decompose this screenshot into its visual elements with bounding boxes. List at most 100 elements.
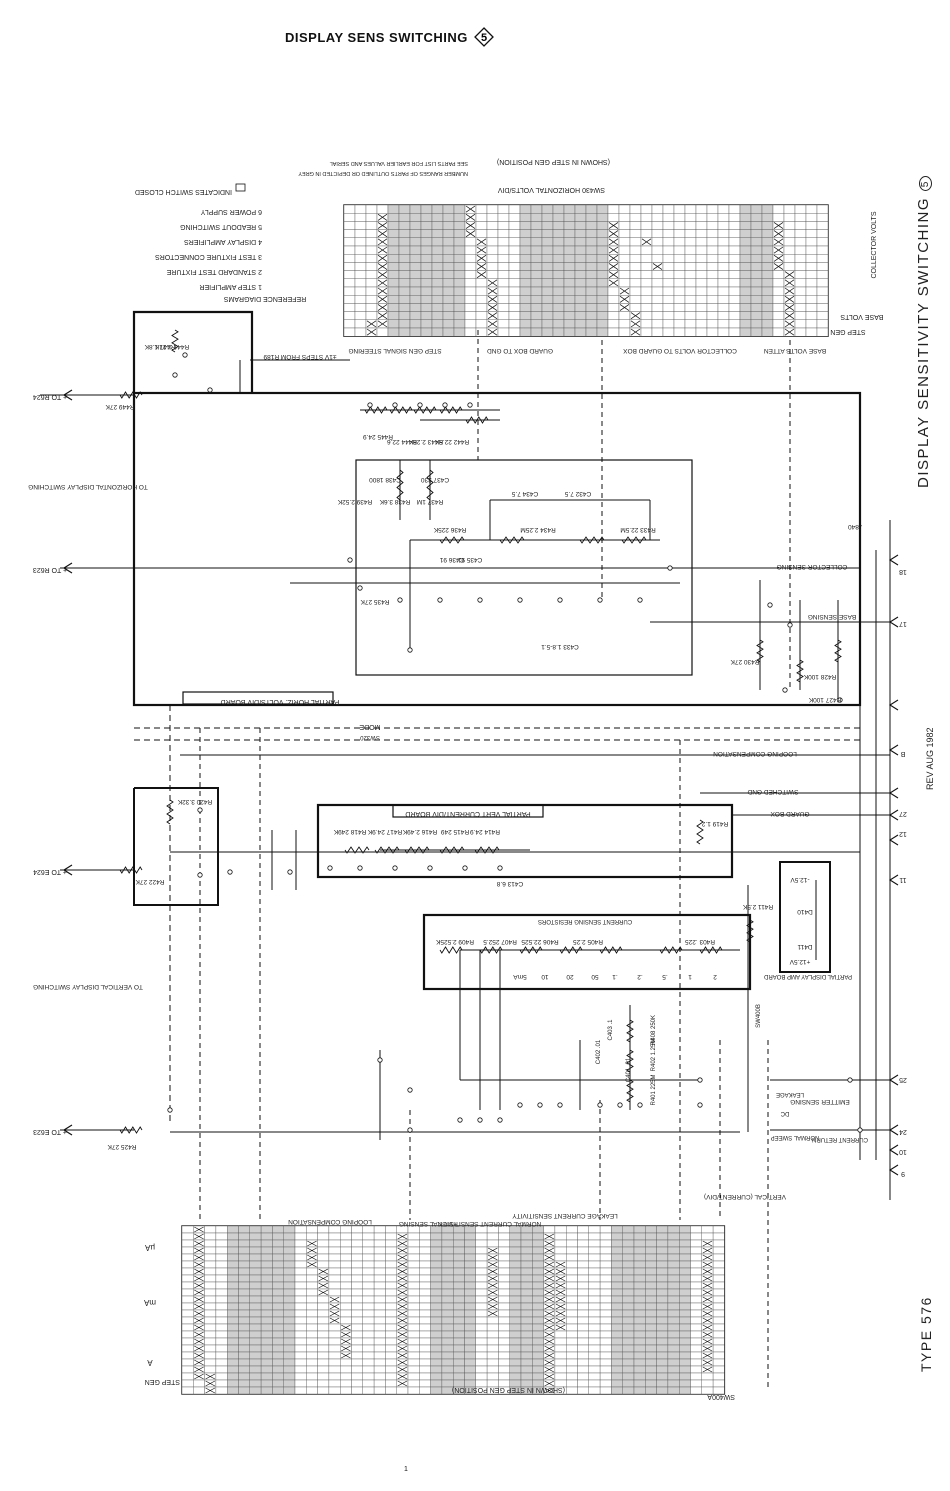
resistor: [171, 329, 179, 353]
jack-number: B: [900, 750, 905, 757]
switch-contact: [182, 352, 188, 358]
jack-number: 17: [899, 620, 907, 627]
resistor-symbols: [119, 329, 842, 1134]
component-value: R402 1.25M: [651, 1039, 657, 1072]
switch-contact: [557, 597, 563, 603]
switch-contact: [497, 865, 503, 871]
resistor: [696, 819, 704, 845]
switch-contact: [617, 1102, 623, 1108]
resistor-value: R418 249K: [333, 828, 366, 835]
leakage-label: LEAKAGE: [776, 1091, 804, 1097]
jack-number: 12: [899, 830, 907, 837]
resistor-value: R403 .225: [685, 938, 715, 945]
resistor-value: R438 3.6K: [379, 498, 410, 505]
input-jack: [888, 1144, 899, 1156]
diagram-number-badge: 5: [474, 27, 494, 47]
sense-value: 50: [591, 973, 599, 980]
switch-contact: [697, 1102, 703, 1108]
switch-contact: [347, 557, 353, 563]
top-chart-note: (SHOWN IN STEP GEN POSITION): [497, 158, 610, 165]
resistor: [579, 536, 605, 544]
switch-contact: [207, 387, 213, 393]
switch-contact: [857, 1127, 863, 1133]
input-jack: [888, 554, 899, 566]
to-horiz-switching-label: TO HORIZONTAL DISPLAY SWITCHING: [28, 483, 148, 490]
switch-contact: [407, 647, 413, 653]
input-jack: [888, 787, 899, 799]
switch-contact: [782, 687, 788, 693]
jack-number: 27: [899, 810, 907, 817]
resistor: [389, 406, 413, 414]
resistor-value: R439 2.52K: [337, 498, 372, 505]
resistor: [364, 406, 388, 414]
to-e624-label: + TO E624: [33, 868, 67, 875]
jack-number: 24: [899, 1128, 907, 1135]
component-value: J840: [848, 523, 862, 530]
bottom-chart-note: (SHOWN IN STEP GEN POSITION): [452, 1386, 565, 1393]
sw400b-label: SW400B: [756, 1004, 762, 1028]
resistor: [479, 946, 503, 954]
input-jack: [888, 874, 899, 886]
horiz-board-label: PARTIAL HORIZ. VOLTS/DIV BOARD: [221, 698, 340, 705]
resistor: [626, 1079, 634, 1103]
resistor-value: R434 2.25M: [520, 526, 555, 533]
display-amp-board: [779, 861, 831, 973]
switch-contact: [197, 872, 203, 878]
resistor-value: R407 252.5: [483, 938, 517, 945]
switch-contact: [637, 1102, 643, 1108]
switch-contact: [477, 597, 483, 603]
sense-value: .1: [612, 973, 618, 980]
switch-contact: [172, 372, 178, 378]
jack-number: 18: [899, 568, 907, 575]
component-value: R449 27K: [105, 403, 135, 410]
sense-board-outline: [422, 913, 752, 991]
switch-contact: [287, 869, 293, 875]
switch-contact: [427, 865, 433, 871]
resistor: [396, 469, 404, 501]
component-value: C401 .01: [626, 1057, 632, 1082]
bottom-group-label: LOOPING COMPENSATION: [288, 1218, 372, 1225]
display-amp-label: PARTIAL DISPLAY AMP BOARD: [763, 973, 852, 979]
resistor: [599, 946, 623, 954]
resistor-value: R405 2.25: [573, 938, 603, 945]
top-group-label: GUARD BOX TO GND: [487, 347, 553, 354]
switch-contacts: [167, 352, 863, 1133]
legend-item: 5 READOUT SWITCHING: [180, 223, 262, 230]
step-gen-label: STEP GEN: [830, 328, 865, 335]
page-number: 1: [404, 1466, 408, 1473]
switch-contact: [392, 402, 398, 408]
amps-label: A: [147, 1358, 153, 1367]
resistor: [166, 799, 174, 825]
resistor: [465, 416, 489, 424]
component-value: R425 27K: [107, 1143, 137, 1150]
switch-contact: [847, 1077, 853, 1083]
vert-board-label: PARTIAL VERT CURRENT/DIV BOARD: [405, 810, 530, 817]
to-r623-label: + TO R623: [33, 566, 67, 573]
revision-date: REV AUG 1982: [925, 727, 935, 790]
switch-contact: [767, 602, 773, 608]
component-value: R428 100K: [803, 673, 836, 680]
resistor: [519, 946, 543, 954]
component-value: R435 27K: [360, 598, 390, 605]
legend-item: 6 POWER SUPPLY: [200, 208, 262, 215]
resistor-value: R433 22.5M: [620, 526, 655, 533]
mode-label: MODE: [359, 723, 380, 730]
resistor: [426, 469, 434, 501]
step-steps-label: ±1V STEPS FROM R189: [263, 353, 336, 360]
closed-switch-key: [235, 183, 246, 192]
component-value: R419 1.2: [701, 820, 728, 827]
switch-contact: [597, 1102, 603, 1108]
resistor: [499, 536, 525, 544]
component-value: R430 27K: [730, 658, 760, 665]
switch-contact: [357, 865, 363, 871]
resistor: [439, 946, 463, 954]
resistor: [119, 1126, 143, 1134]
sense-value: 5mA: [513, 973, 527, 980]
connector-jacks: [62, 389, 899, 1176]
resistor-value: R436 225K: [433, 526, 466, 533]
switch-contact: [197, 807, 203, 813]
output-arrow: [62, 562, 73, 574]
resistor: [474, 846, 500, 854]
resistor: [834, 639, 842, 663]
